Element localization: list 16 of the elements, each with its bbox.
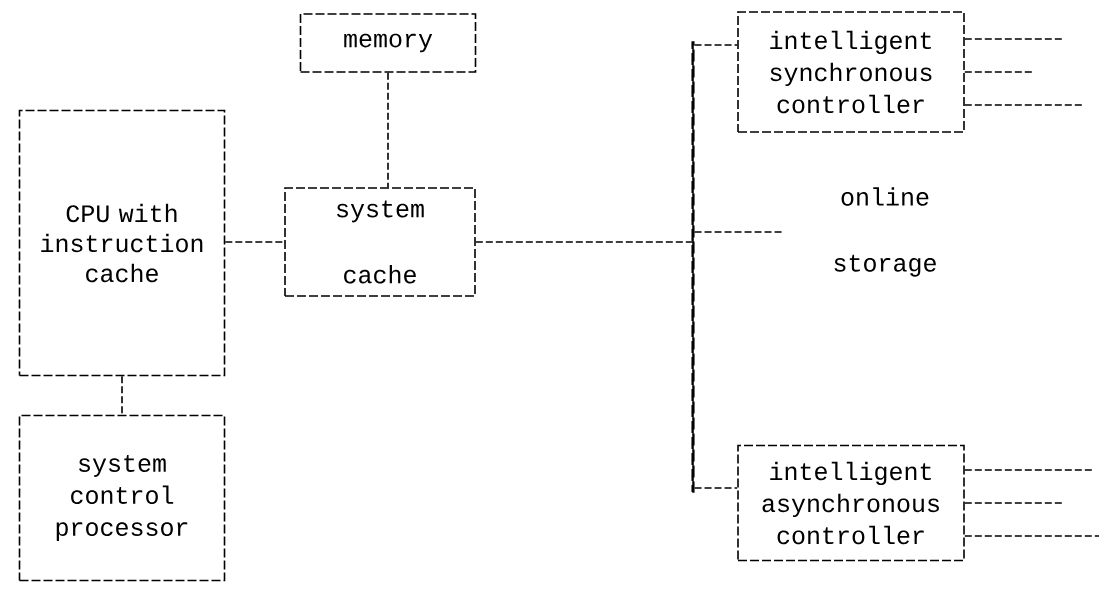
storage-label: online storage	[834, 187, 936, 277]
connector-line	[693, 487, 738, 489]
bus-line	[691, 41, 695, 493]
process-box: intelligent asynchronous controller	[737, 444, 965, 562]
process-box: intelligent synchronous controller	[737, 11, 965, 133]
connector-line	[693, 231, 785, 233]
connector-line	[224, 241, 285, 243]
process-box: memory	[299, 13, 477, 73]
process-box: system cache	[284, 187, 476, 297]
connector-line	[387, 72, 389, 188]
connector-line	[964, 535, 1099, 537]
connector-line	[693, 44, 738, 46]
process-box: CPU with instruction cache	[18, 109, 226, 377]
connector-line	[121, 375, 123, 416]
connector-line	[475, 241, 696, 243]
process-box: system control processor	[18, 414, 226, 582]
